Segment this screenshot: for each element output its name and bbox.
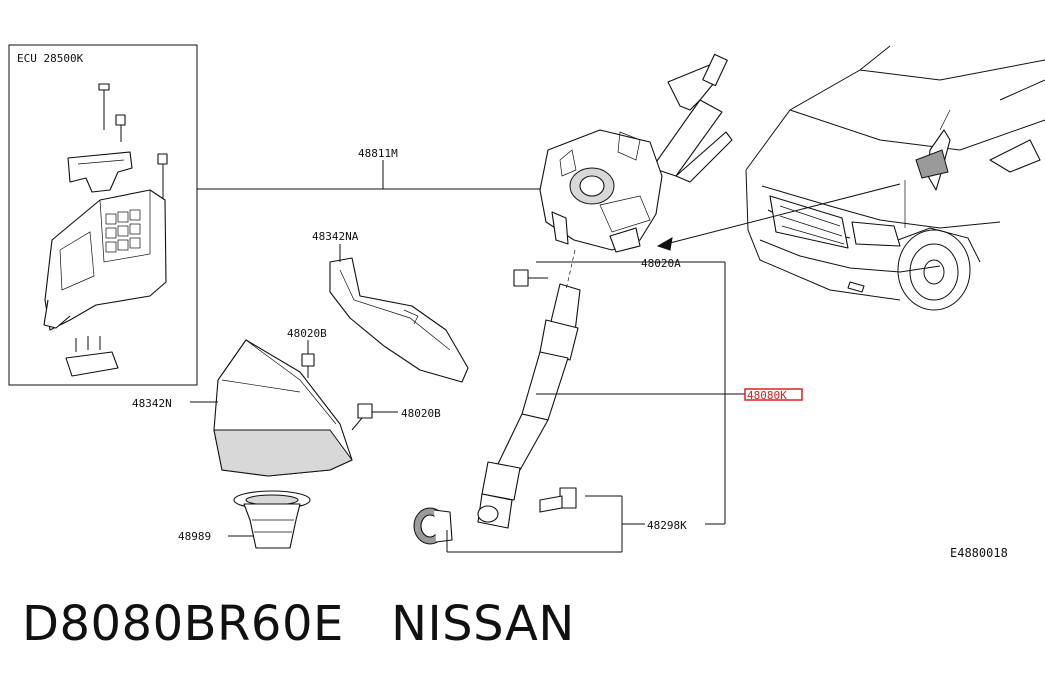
clip-48020b-upper: [301, 353, 315, 378]
steering-column: [539, 53, 733, 253]
figure-id: E4880018: [950, 546, 1008, 560]
label-ecu: ECU 28500K: [17, 52, 84, 65]
label-column: 48811M: [358, 147, 398, 160]
boot-48989: [233, 490, 311, 549]
label-bolt-k: 48298K: [647, 519, 687, 532]
caption-spacer: [344, 596, 391, 652]
part-number: D8080BR60E: [22, 596, 344, 652]
cover-48342n: [213, 339, 353, 477]
brand-name: NISSAN: [391, 596, 575, 652]
clip-48020b-lower: [351, 403, 373, 431]
label-bolt-a: 48020A: [641, 257, 681, 270]
label-clip-b2: 48020B: [401, 407, 441, 420]
ecu-inset: ECU 28500K: [8, 44, 198, 386]
footer-caption: D8080BR60E NISSAN: [22, 596, 575, 652]
label-boot: 48989: [178, 530, 211, 543]
label-clip-b1: 48020B: [287, 327, 327, 340]
vehicle-illustration: [656, 45, 1045, 311]
intermediate-shaft: [477, 249, 581, 529]
cover-48342na: [329, 257, 469, 383]
label-cover-na: 48342NA: [312, 230, 359, 243]
bolt-48020a: [513, 269, 548, 287]
label-shaft: 48080K: [747, 389, 787, 402]
highlight-box: [744, 388, 803, 401]
label-cover-n: 48342N: [132, 397, 172, 410]
